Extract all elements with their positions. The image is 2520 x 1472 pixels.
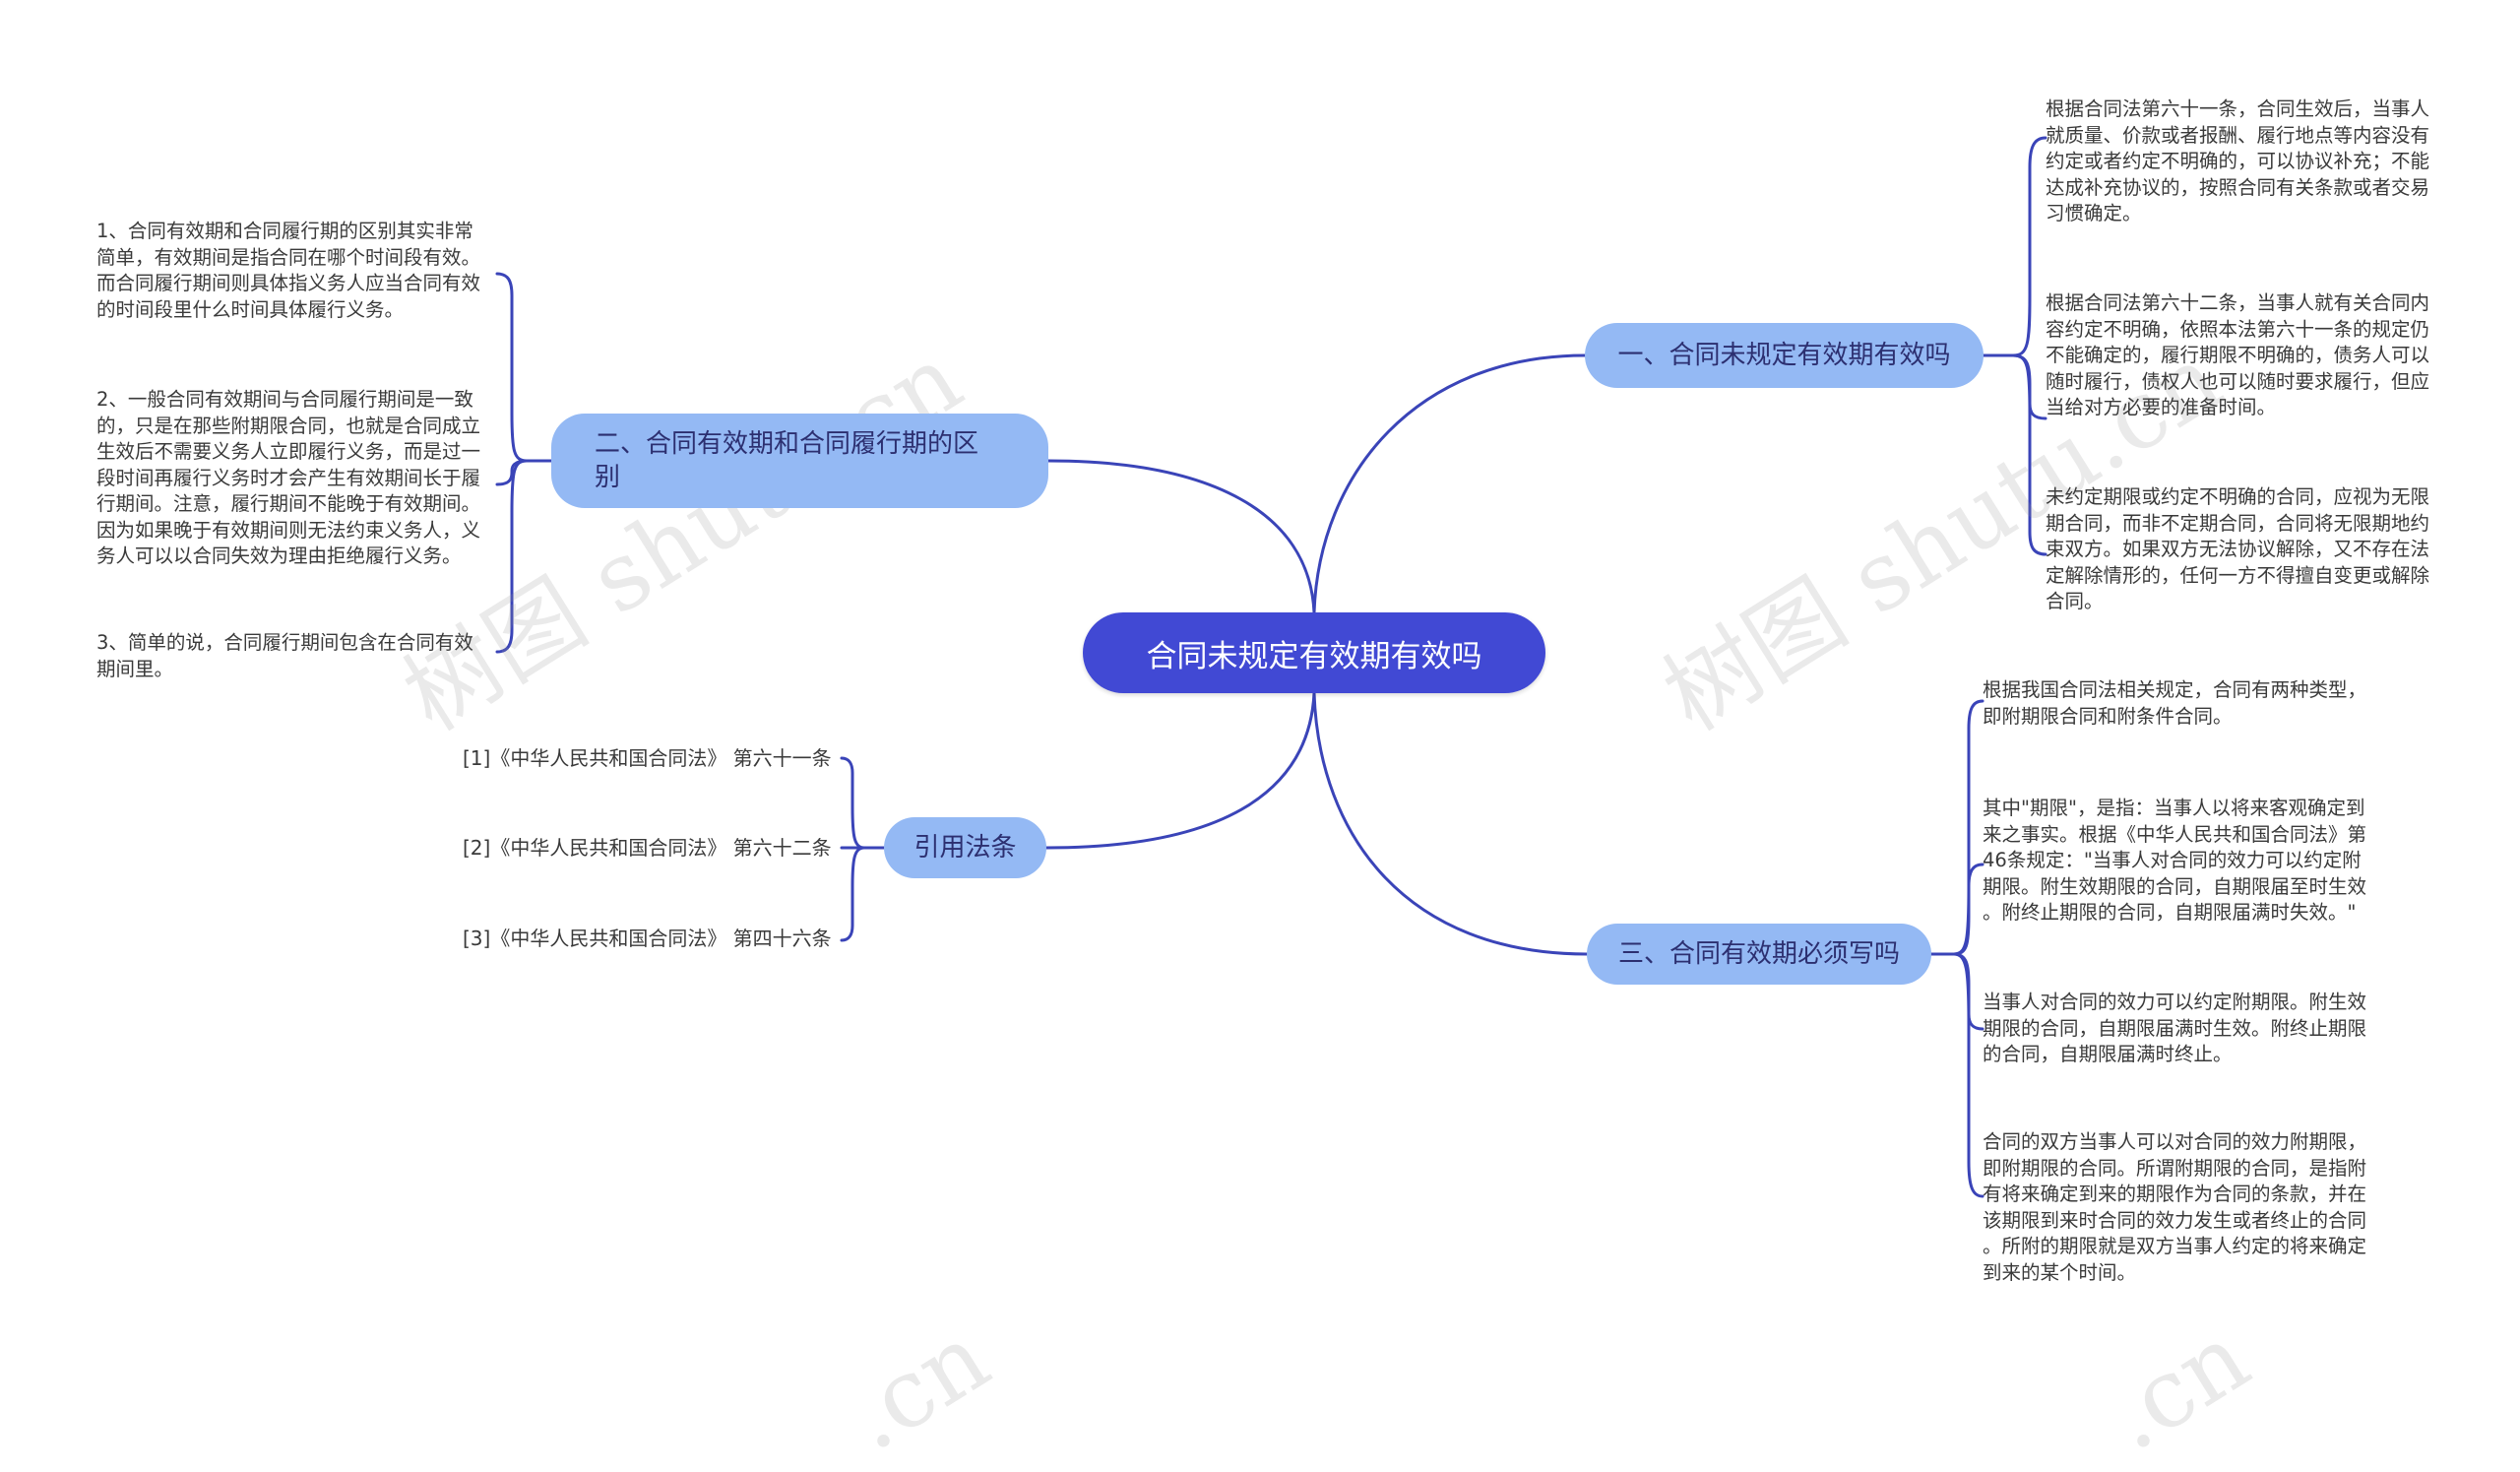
- link-b1-leaf3: [2011, 353, 2048, 556]
- branch-topic-4[interactable]: 三、合同有效期必须写吗: [1587, 924, 1931, 985]
- link-b3-leaf1: [840, 756, 866, 850]
- link-b4-leaf4: [1952, 952, 1984, 1198]
- link-root-b3: [1044, 691, 1316, 850]
- citation-3[interactable]: [3]《中华人民共和国合同法》 第四十六条: [463, 927, 832, 950]
- leaf-b2-3[interactable]: 3、简单的说，合同履行期间包含在合同有效 期间里。: [96, 631, 473, 680]
- leaf-b4-2[interactable]: 其中"期限"，是指：当事人以将来客观确定到 来之事实。根据《中华人民共和国合同法…: [1983, 797, 2367, 924]
- root-topic-label: 合同未规定有效期有效吗: [1146, 638, 1482, 674]
- leaf-b2-2[interactable]: 2、一般合同有效期间与合同履行期间是一致 的，只是在那些附期限合同，也就是合同成…: [96, 388, 481, 567]
- branch-topic-2-label: 二、合同有效期和合同履行期的区 别: [595, 429, 979, 492]
- link-b2-leaf3: [495, 459, 529, 654]
- leaf-b4-3[interactable]: 当事人对合同的效力可以约定附期限。附生效 期限的合同，自期限届满时生效。附终止期…: [1983, 991, 2367, 1065]
- leaf-b1-2[interactable]: 根据合同法第六十二条，当事人就有关合同内 容约定不明确，依照本法第六十一条的规定…: [2046, 291, 2430, 418]
- link-b4-leaf2: [1952, 863, 1984, 956]
- branch-topic-cite[interactable]: 引用法条: [884, 817, 1046, 878]
- mindmap-canvas: 树图 shutu.cn 树图 shutu.cn .cn .cn 合同未规定有效期…: [96, 97, 2430, 1472]
- leaf-b4-1[interactable]: 根据我国合同法相关规定，合同有两种类型， 即附期限合同和附条件合同。: [1983, 678, 2367, 728]
- connector-lines: [495, 136, 2048, 1198]
- citation-2[interactable]: [2]《中华人民共和国合同法》 第六十二条: [463, 836, 832, 860]
- link-b3-leaf3: [840, 846, 866, 942]
- link-b2-leaf1: [495, 272, 529, 463]
- branch-topic-cite-label: 引用法条: [914, 833, 1017, 863]
- leaf-b1-3[interactable]: 未约定期限或约定不明确的合同，应视为无限 期合同，而非不定期合同，合同将无限期地…: [2046, 485, 2430, 612]
- link-root-b1: [1312, 353, 1587, 614]
- branch-topic-2[interactable]: 二、合同有效期和合同履行期的区 别: [551, 414, 1048, 508]
- link-b2-leaf2: [495, 459, 529, 486]
- branch-topic-1-label: 一、合同未规定有效期有效吗: [1617, 341, 1951, 370]
- link-root-b2: [1046, 459, 1316, 614]
- branch-topic-4-label: 三、合同有效期必须写吗: [1617, 939, 1900, 969]
- leaf-b1-1[interactable]: 根据合同法第六十一条，合同生效后，当事人 就质量、价款或者报酬、履行地点等内容没…: [2046, 97, 2430, 224]
- root-topic[interactable]: 合同未规定有效期有效吗: [1083, 612, 1545, 693]
- citation-1[interactable]: [1]《中华人民共和国合同法》 第六十一条: [463, 746, 832, 770]
- link-b1-leaf1: [2011, 136, 2048, 357]
- link-root-b4: [1312, 691, 1589, 956]
- branch-topic-1[interactable]: 一、合同未规定有效期有效吗: [1585, 323, 1984, 388]
- leaf-b2-1[interactable]: 1、合同有效期和合同履行期的区别其实非常 简单，有效期间是指合同在哪个时间段有效…: [96, 220, 481, 321]
- leaf-b4-4[interactable]: 合同的双方当事人可以对合同的效力附期限， 即附期限的合同。所谓附期限的合同，是指…: [1983, 1130, 2367, 1284]
